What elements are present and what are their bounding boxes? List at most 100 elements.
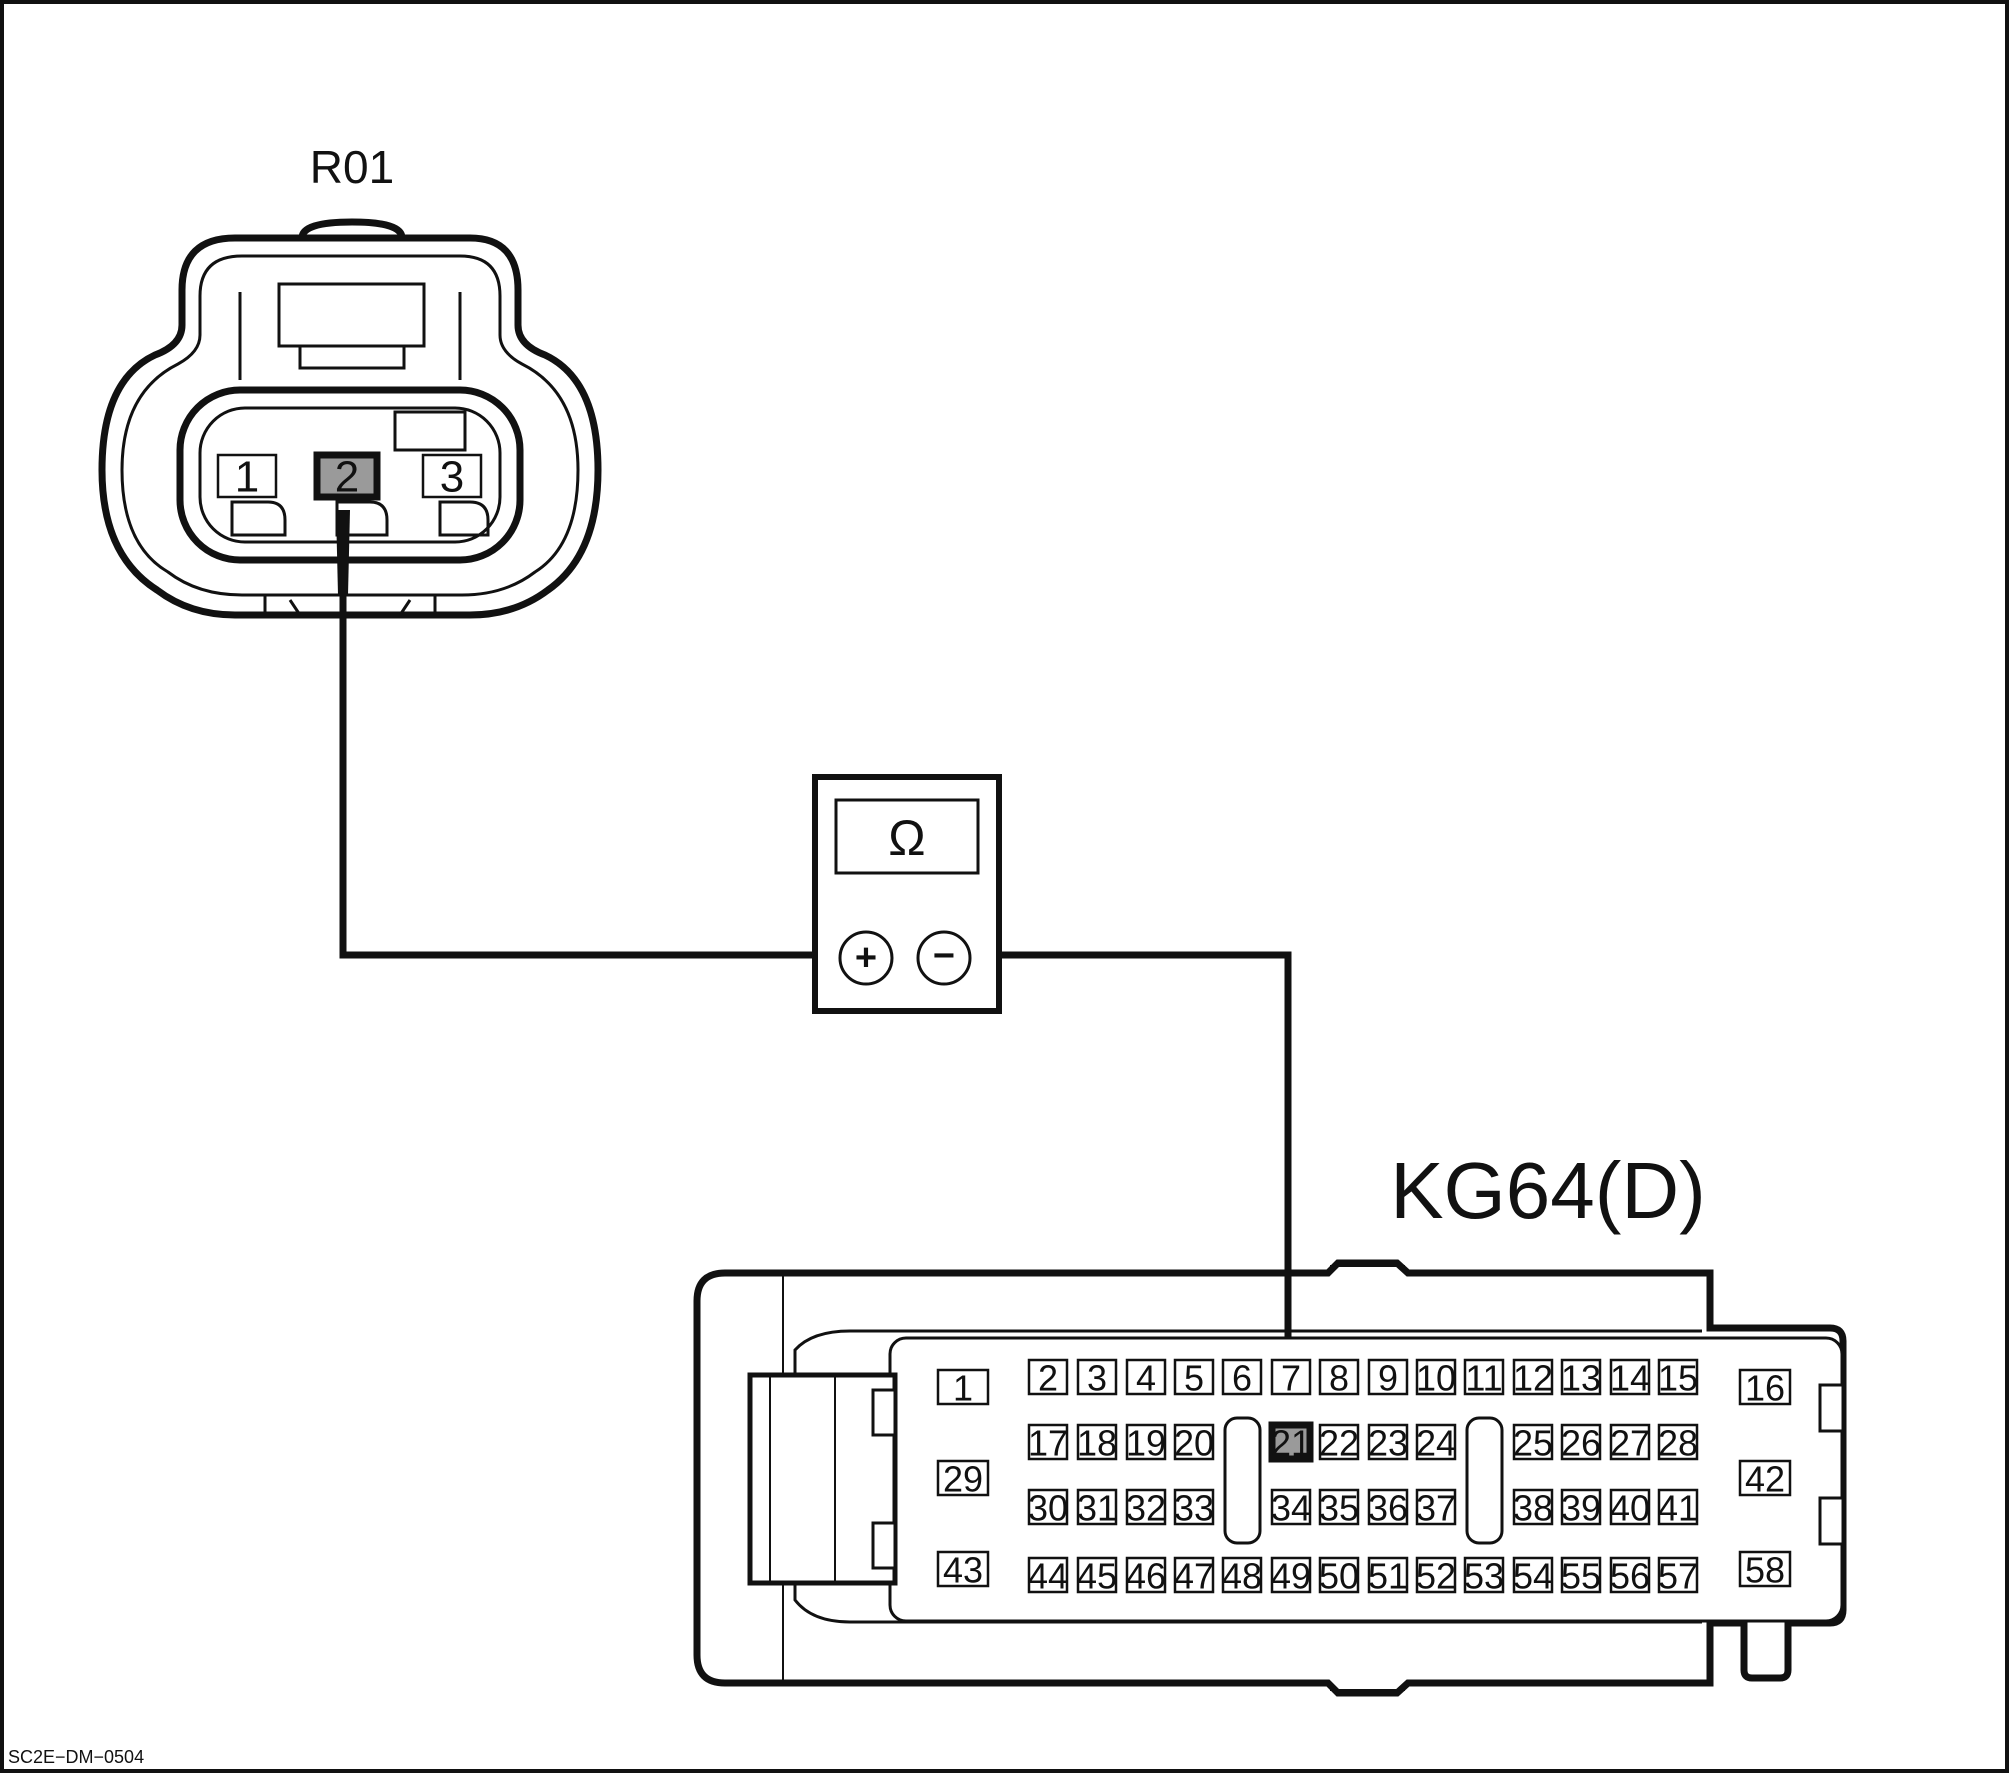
kg64-pin-20: 20 xyxy=(1173,1423,1215,1464)
kg64-pin-20-box xyxy=(1173,1423,1215,1461)
kg64-pin-37-label: 37 xyxy=(1416,1488,1456,1529)
kg64-pin-57-box xyxy=(1657,1556,1699,1594)
kg64-pin-1-box xyxy=(936,1368,990,1406)
kg64-pin-28-box xyxy=(1657,1423,1699,1461)
kg64-pin-27-label: 27 xyxy=(1610,1423,1650,1464)
kg64-pin-29-box xyxy=(936,1459,990,1497)
kg64-pin-7-label: 7 xyxy=(1281,1358,1301,1399)
kg64-pin-23: 23 xyxy=(1367,1423,1409,1464)
kg64-pin-44-box xyxy=(1027,1556,1069,1594)
negative-terminal-symbol: − xyxy=(933,935,955,977)
kg64-pin-45: 45 xyxy=(1076,1556,1118,1597)
r01-pin-2-box xyxy=(313,451,381,501)
connector-r01-cavity-inner xyxy=(198,406,502,544)
kg64-pin-14-box xyxy=(1609,1358,1651,1396)
ohmmeter-display xyxy=(834,798,980,875)
kg64-pin-54-box xyxy=(1512,1556,1554,1594)
kg64-pin-47-box xyxy=(1173,1556,1215,1594)
kg64-pin-52-label: 52 xyxy=(1416,1556,1456,1597)
connector-r01-inner-housing xyxy=(120,254,580,597)
kg64-pin-25-label: 25 xyxy=(1513,1423,1553,1464)
kg64-pin-12: 12 xyxy=(1512,1358,1554,1399)
kg64-pin-58: 58 xyxy=(1738,1550,1792,1591)
kg64-pin-26-box xyxy=(1560,1423,1602,1461)
r01-pin-3-box xyxy=(421,453,483,499)
kg64-pin-7: 7 xyxy=(1270,1358,1312,1399)
kg64-pin-48: 48 xyxy=(1221,1556,1263,1597)
kg64-pin-56-label: 56 xyxy=(1610,1556,1650,1597)
kg64-pin-47-label: 47 xyxy=(1174,1556,1214,1597)
kg64-pin-28: 28 xyxy=(1657,1423,1699,1464)
kg64-pin-7-box xyxy=(1270,1358,1312,1396)
kg64-pin-30: 30 xyxy=(1027,1488,1069,1529)
kg64-pin-19: 19 xyxy=(1125,1423,1167,1464)
kg64-pin-39-label: 39 xyxy=(1561,1488,1601,1529)
kg64-pin-39: 39 xyxy=(1560,1488,1602,1529)
kg64-pin-41-box xyxy=(1657,1488,1699,1526)
kg64-pin-55-label: 55 xyxy=(1561,1556,1601,1597)
kg64-pin-12-box xyxy=(1512,1358,1554,1396)
kg64-pin-4: 4 xyxy=(1125,1358,1167,1399)
wire-negative xyxy=(975,951,1292,1338)
kg64-pin-17: 17 xyxy=(1027,1423,1069,1464)
connector-r01-latch xyxy=(277,282,426,348)
kg64-pin-22: 22 xyxy=(1318,1423,1360,1464)
kg64-pin-49-label: 49 xyxy=(1271,1556,1311,1597)
connector-r01-label: R01 xyxy=(310,141,394,193)
kg64-pin-55-box xyxy=(1560,1556,1602,1594)
kg64-pin-15-label: 15 xyxy=(1658,1358,1698,1399)
kg64-pin-45-box xyxy=(1076,1556,1118,1594)
kg64-pin-18: 18 xyxy=(1076,1423,1118,1464)
kg64-pin-45-label: 45 xyxy=(1077,1556,1117,1597)
kg64-pin-49-box xyxy=(1270,1556,1312,1594)
kg64-pin-30-box xyxy=(1027,1488,1069,1526)
kg64-pin-50-label: 50 xyxy=(1319,1556,1359,1597)
kg64-pin-9-box xyxy=(1367,1358,1409,1396)
kg64-pin-53-label: 53 xyxy=(1464,1556,1504,1597)
kg64-pin-33-box xyxy=(1173,1488,1215,1526)
kg64-pin-42-label: 42 xyxy=(1745,1459,1785,1500)
connector-r01-housing xyxy=(98,234,602,619)
connector-kg64-label: KG64(D) xyxy=(1390,1146,1706,1235)
negative-terminal xyxy=(916,930,972,986)
connector-kg64-lever-clip-top xyxy=(871,1388,897,1437)
connector-r01-latch-base xyxy=(298,344,406,370)
kg64-pin-42: 42 xyxy=(1738,1459,1792,1500)
kg64-pin-34-label: 34 xyxy=(1271,1488,1311,1529)
kg64-pin-38: 38 xyxy=(1512,1488,1554,1529)
kg64-pin-46-box xyxy=(1125,1556,1167,1594)
kg64-pin-3: 3 xyxy=(1076,1358,1118,1399)
r01-pin-1: 1 xyxy=(216,453,278,502)
kg64-pin-52-box xyxy=(1415,1556,1457,1594)
connector-r01-top-bump xyxy=(298,218,406,239)
kg64-pin-51-box xyxy=(1367,1556,1409,1594)
kg64-pin-16-box xyxy=(1738,1368,1792,1406)
kg64-pin-51: 51 xyxy=(1367,1556,1409,1597)
kg64-pin-2: 2 xyxy=(1027,1358,1069,1399)
kg64-pin-23-label: 23 xyxy=(1368,1423,1408,1464)
kg64-pin-32-box xyxy=(1125,1488,1167,1526)
connector-r01-terminal-2 xyxy=(335,500,389,537)
kg64-pin-40-label: 40 xyxy=(1610,1488,1650,1529)
kg64-pin-36-label: 36 xyxy=(1368,1488,1408,1529)
figure-code: SC2E−DM−0504 xyxy=(8,1747,144,1767)
kg64-pin-29: 29 xyxy=(936,1459,990,1500)
kg64-pin-57: 57 xyxy=(1657,1556,1699,1597)
r01-pin-2-label: 2 xyxy=(335,453,359,502)
kg64-pin-56-box xyxy=(1609,1556,1651,1594)
kg64-pin-54-label: 54 xyxy=(1513,1556,1553,1597)
kg64-pin-19-label: 19 xyxy=(1126,1423,1166,1464)
connector-kg64-inner-lip xyxy=(793,1329,1702,1624)
r01-pin-1-label: 1 xyxy=(235,453,259,502)
kg64-pin-58-label: 58 xyxy=(1745,1550,1785,1591)
kg64-pin-36-box xyxy=(1367,1488,1409,1526)
kg64-pin-24-box xyxy=(1415,1423,1457,1461)
kg64-pin-27-box xyxy=(1609,1423,1651,1461)
kg64-pin-21-label: 21 xyxy=(1271,1423,1311,1464)
kg64-pin-43-box xyxy=(936,1550,990,1588)
kg64-pin-1: 1 xyxy=(936,1368,990,1409)
kg64-pin-11-box xyxy=(1463,1358,1505,1396)
kg64-pin-6-box xyxy=(1221,1358,1263,1396)
